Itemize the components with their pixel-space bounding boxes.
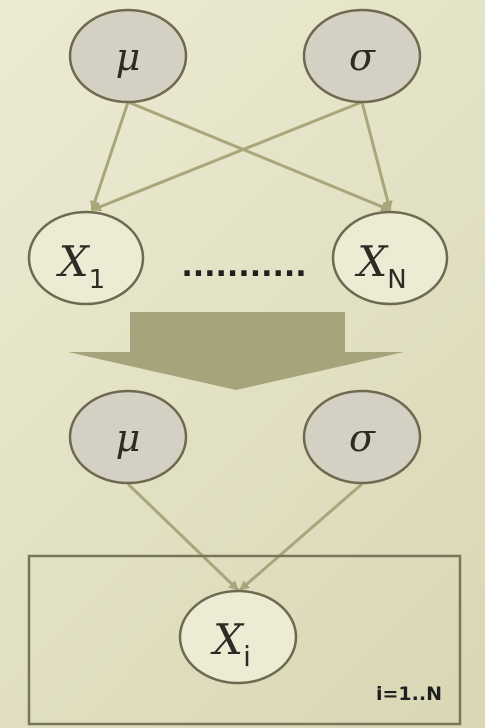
node-x1-ellipse	[27, 210, 145, 306]
node-mu-top: μ	[68, 8, 188, 104]
bottom-edges	[126, 482, 363, 592]
edge-mu-xi	[126, 482, 240, 592]
edge-sigma-xi	[239, 482, 363, 592]
node-xi-sub: i	[243, 640, 251, 673]
ellipsis-dots: ...........	[181, 249, 306, 284]
node-xi: Xi	[178, 589, 298, 685]
node-x1-base: X	[56, 237, 91, 286]
edge-mu-xn	[127, 100, 391, 212]
node-mu-bottom-ellipse	[68, 389, 188, 485]
node-mu-bottom-label: μ	[116, 416, 141, 460]
node-sigma-top-ellipse	[302, 8, 422, 104]
node-xn-sub: N	[387, 265, 406, 295]
node-mu-top-ellipse	[68, 8, 188, 104]
node-sigma-bottom-ellipse	[302, 389, 422, 485]
node-sigma-top: σ	[302, 8, 422, 104]
node-xn-base: X	[354, 237, 389, 286]
transform-arrow	[68, 312, 404, 390]
edge-sigma-xn	[360, 101, 393, 211]
node-sigma-bottom: σ	[302, 389, 422, 485]
node-mu-top-label: μ	[116, 35, 141, 79]
node-mu-bottom: μ	[68, 389, 188, 485]
node-xi-ellipse	[178, 589, 298, 685]
svg-text:XN: XN	[354, 237, 406, 295]
plate-label: i=1..N	[376, 683, 442, 705]
top-edges	[90, 100, 393, 212]
node-sigma-bottom-label: σ	[349, 416, 376, 460]
node-sigma-top-label: σ	[349, 35, 376, 79]
edge-mu-x1	[90, 101, 130, 211]
node-xn-ellipse	[331, 210, 449, 306]
node-xn: XN	[331, 210, 449, 306]
node-x1-sub: 1	[89, 265, 106, 295]
svg-text:X1: X1	[56, 237, 105, 295]
node-x1: X1	[27, 210, 145, 306]
edge-sigma-x1	[91, 100, 363, 212]
node-xi-base: X	[210, 615, 245, 664]
plate	[27, 554, 462, 726]
svg-text:Xi: Xi	[210, 615, 251, 673]
